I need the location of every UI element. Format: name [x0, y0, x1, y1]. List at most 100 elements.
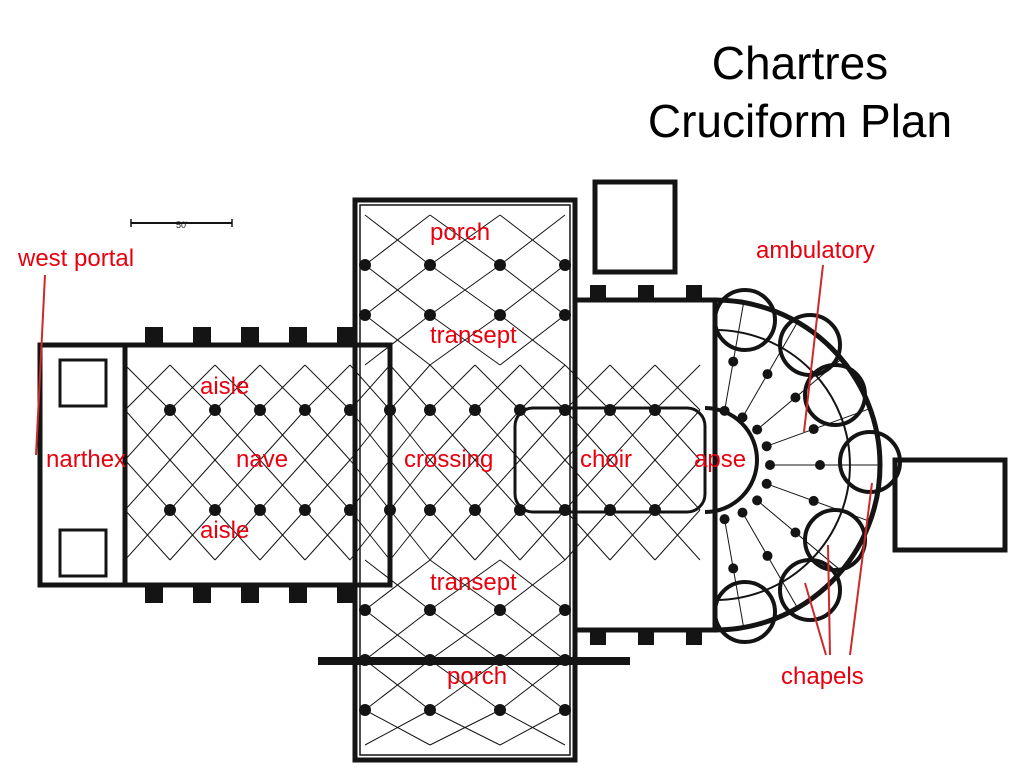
scale-bar-label: 50'	[176, 220, 188, 230]
apse-pier	[761, 478, 772, 489]
vault-rib	[519, 409, 566, 461]
vault-rib	[474, 509, 521, 561]
vault-rib	[364, 709, 431, 746]
vault-rib	[474, 364, 521, 411]
pier	[424, 309, 436, 321]
buttress	[337, 583, 355, 603]
ambulatory-pier	[808, 424, 819, 435]
buttress	[145, 583, 163, 603]
ambulatory-rib	[724, 302, 745, 411]
leader-ambulatory	[803, 264, 824, 433]
buttress	[638, 629, 654, 645]
pier	[604, 504, 616, 516]
label-aisle-north: aisle	[200, 373, 249, 400]
vault-rib	[364, 659, 431, 711]
pier	[494, 704, 506, 716]
radiating-chapel	[803, 363, 867, 427]
vault-rib	[389, 364, 431, 411]
leader-chapel-1	[804, 582, 827, 656]
buttress	[241, 583, 259, 603]
vault-rib	[389, 509, 431, 561]
vault-rib	[124, 459, 171, 511]
scale-bar: 50'	[130, 219, 233, 230]
narthex-wall	[37, 342, 128, 588]
buttress	[145, 327, 163, 347]
leader-lines	[35, 264, 873, 656]
label-porch-south: porch	[447, 663, 507, 690]
buttress	[337, 327, 355, 347]
pier	[514, 504, 526, 516]
vault-rib	[364, 609, 431, 661]
vault-rib	[474, 409, 521, 461]
vault-rib	[429, 264, 501, 316]
plan-piers	[164, 259, 825, 716]
pier	[164, 504, 176, 516]
buttress	[289, 327, 307, 347]
vault-rib	[499, 314, 566, 366]
vault-rib	[564, 409, 611, 461]
pier	[649, 404, 661, 416]
vault-rib	[429, 509, 476, 561]
label-nave: nave	[236, 446, 288, 473]
vault-rib	[429, 609, 501, 661]
buttress	[638, 285, 654, 301]
vault-rib	[429, 314, 501, 366]
vault-rib	[499, 264, 566, 316]
vault-rib	[214, 459, 261, 511]
pier	[559, 404, 571, 416]
vault-rib	[654, 509, 701, 561]
ambulatory-pier	[728, 356, 739, 367]
vault-rib	[499, 559, 566, 611]
pier	[424, 654, 436, 666]
label-west-portal: west portal	[17, 245, 134, 272]
vault-rib	[389, 459, 431, 511]
buttress	[686, 285, 702, 301]
north-tower-annex	[592, 179, 678, 275]
vault-rib	[499, 709, 566, 746]
label-choir: choir	[580, 446, 632, 473]
axial-chapel-annex	[892, 457, 1008, 553]
pier	[359, 309, 371, 321]
buttress	[193, 583, 211, 603]
label-porch-north: porch	[430, 219, 490, 246]
vault-rib	[364, 264, 431, 316]
vault-rib	[349, 364, 391, 411]
vault-rib	[519, 509, 566, 561]
vault-rib	[364, 314, 431, 366]
apse-pier	[761, 441, 772, 452]
plan-vault-ribs	[124, 214, 880, 746]
vault-rib	[259, 364, 306, 411]
vault-rib	[609, 364, 656, 411]
vault-rib	[364, 214, 431, 266]
vault-rib	[499, 609, 566, 661]
vault-rib	[169, 364, 216, 411]
pier	[559, 309, 571, 321]
plan-buttresses	[145, 285, 702, 645]
pier	[424, 604, 436, 616]
ambulatory-pier	[815, 460, 825, 470]
vault-rib	[304, 409, 351, 461]
pier	[649, 504, 661, 516]
buttress	[590, 285, 606, 301]
radiating-chapel	[713, 288, 777, 352]
apse-pier	[737, 507, 748, 518]
vault-rib	[609, 509, 656, 561]
label-transept-north: transept	[430, 322, 517, 349]
vault-rib	[429, 659, 501, 711]
vault-rib	[304, 509, 351, 561]
pier	[384, 504, 396, 516]
vault-rib	[349, 459, 391, 511]
buttress	[686, 629, 702, 645]
vault-rib	[564, 509, 611, 561]
label-crossing: crossing	[404, 446, 493, 473]
vault-rib	[169, 409, 216, 461]
label-narthex: narthex	[46, 446, 126, 473]
pier	[424, 404, 436, 416]
pier	[164, 404, 176, 416]
vault-rib	[169, 509, 216, 561]
vault-rib	[474, 459, 521, 511]
pier	[359, 654, 371, 666]
vault-rib	[609, 409, 656, 461]
